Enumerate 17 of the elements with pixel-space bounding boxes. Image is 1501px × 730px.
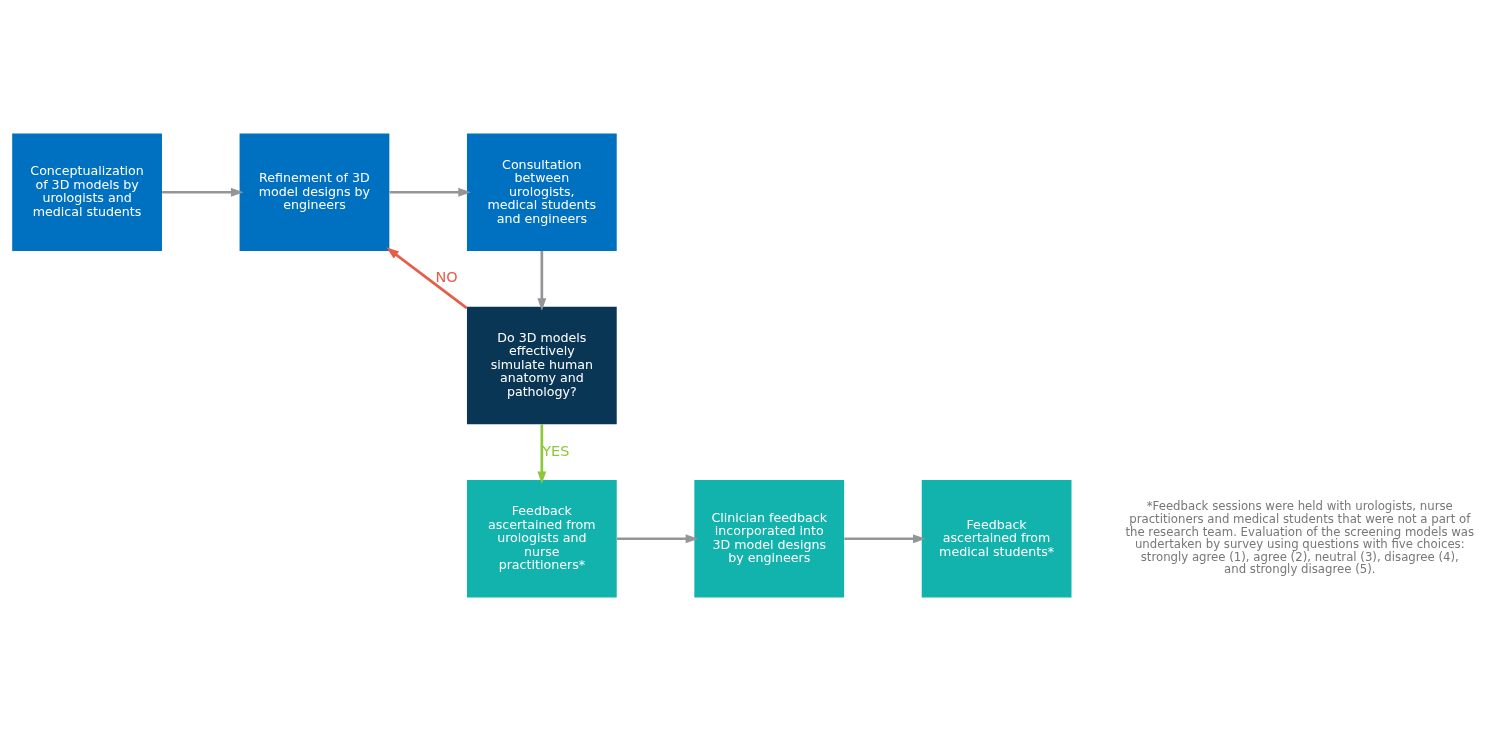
node-box: Consultation between urologists, medical students and engineers [466,133,617,251]
label: *Feedback sessions were held with urologists, nurse practitioners and medical students that were not a part of the research team. Evaluation of the screening models was undertaken by survey using questions with five choices: strongly agree (1), agree (2), neutral (3), disagree (4), and strongly disagree (5). [1125,498,1475,576]
node-box: Clinician feedback incorporated into 3D model designs by engineers [694,479,845,597]
arrow [844,533,926,543]
arrow [162,187,244,197]
arrow [386,246,468,309]
arrow [537,250,547,311]
node-box: Feedback ascertained from medical students* [921,479,1072,597]
edge-label: YES [542,442,570,459]
node-box: Conceptualization of 3D models by urologists and medical students [12,133,162,251]
node-box: Refinement of 3D model designs by engineers [239,133,390,251]
node-box: Feedback ascertained from urologists and nurse practitioners* [466,479,617,597]
arrow [389,187,471,197]
arrow [537,423,547,484]
arrow [616,533,699,543]
node-box: Do 3D models effectively simulate human anatomy and pathology? [466,306,617,424]
edge-label: NO [435,268,458,285]
